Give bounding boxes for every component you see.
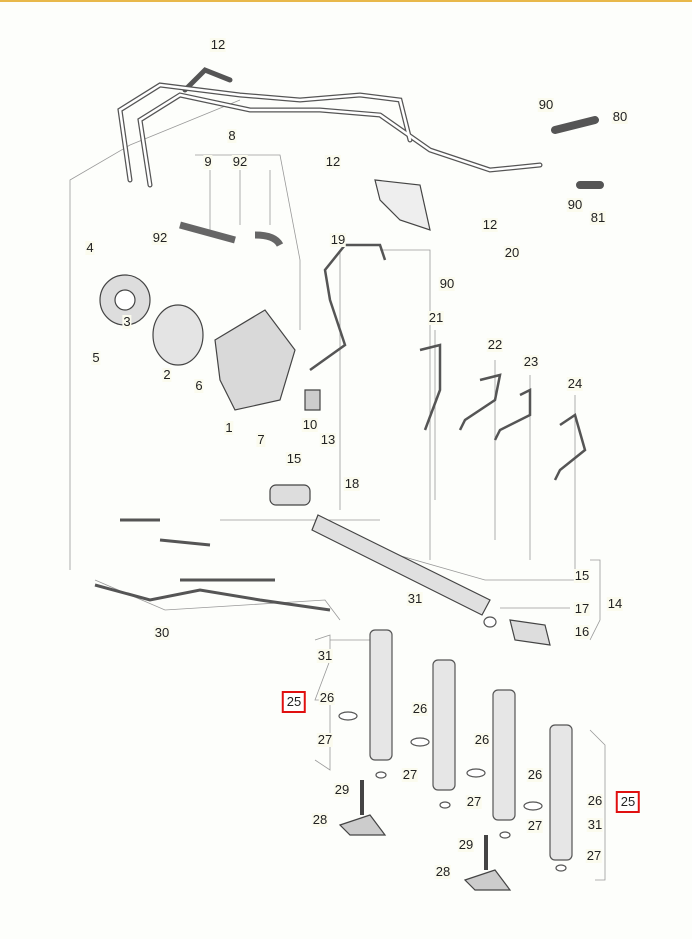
callout-20[interactable]: 20	[503, 245, 521, 260]
callout-90[interactable]: 90	[537, 97, 555, 112]
callout-90[interactable]: 90	[438, 276, 456, 291]
callout-9[interactable]: 9	[203, 154, 213, 169]
callout-21[interactable]: 21	[427, 310, 445, 325]
callout-12[interactable]: 12	[481, 217, 499, 232]
callout-7[interactable]: 7	[256, 432, 266, 447]
callout-15[interactable]: 15	[573, 568, 591, 583]
high-pressure-pump-1	[214, 309, 296, 411]
pump-flange-2	[152, 304, 204, 366]
callout-6[interactable]: 6	[194, 378, 204, 393]
pressure-valve-16	[509, 619, 551, 646]
callout-27[interactable]: 27	[401, 767, 419, 782]
callout-92[interactable]: 92	[231, 154, 249, 169]
callout-12[interactable]: 12	[324, 154, 342, 169]
clamp-28	[338, 814, 387, 836]
callout-23[interactable]: 23	[522, 354, 540, 369]
callout-8[interactable]: 8	[227, 128, 237, 143]
callout-27[interactable]: 27	[526, 818, 544, 833]
leader-lines	[69, 99, 606, 881]
pressure-sensor-15	[269, 484, 311, 506]
callout-92[interactable]: 92	[151, 230, 169, 245]
callout-2[interactable]: 2	[162, 367, 172, 382]
callout-30[interactable]: 30	[153, 625, 171, 640]
callout-16[interactable]: 16	[573, 624, 591, 639]
callout-27[interactable]: 27	[465, 794, 483, 809]
callout-3[interactable]: 3	[122, 314, 132, 329]
callout-19[interactable]: 19	[329, 232, 347, 247]
fuel-rail-14	[311, 514, 491, 616]
callout-26[interactable]: 26	[318, 690, 336, 705]
callout-81[interactable]: 81	[589, 210, 607, 225]
injectors	[369, 629, 573, 861]
callout-29[interactable]: 29	[333, 782, 351, 797]
callout-31[interactable]: 31	[586, 817, 604, 832]
callout-25-highlighted[interactable]: 25	[281, 691, 307, 713]
callout-24[interactable]: 24	[566, 376, 584, 391]
clamp-28b	[463, 869, 512, 891]
callout-5[interactable]: 5	[91, 350, 101, 365]
callout-15[interactable]: 15	[285, 451, 303, 466]
callout-80[interactable]: 80	[611, 109, 629, 124]
callout-90[interactable]: 90	[566, 197, 584, 212]
callout-31[interactable]: 31	[316, 648, 334, 663]
callout-28[interactable]: 28	[311, 812, 329, 827]
callout-29[interactable]: 29	[457, 837, 475, 852]
callout-10[interactable]: 10	[301, 417, 319, 432]
callout-25-highlighted[interactable]: 25	[615, 791, 641, 813]
callout-26[interactable]: 26	[473, 732, 491, 747]
callout-27[interactable]: 27	[316, 732, 334, 747]
callout-26[interactable]: 26	[411, 701, 429, 716]
callout-13[interactable]: 13	[319, 432, 337, 447]
bracket	[374, 179, 431, 231]
callout-28[interactable]: 28	[434, 864, 452, 879]
callout-22[interactable]: 22	[486, 337, 504, 352]
callout-26[interactable]: 26	[586, 793, 604, 808]
callout-14[interactable]: 14	[606, 596, 624, 611]
top-border	[0, 0, 692, 2]
callout-1[interactable]: 1	[224, 420, 234, 435]
callout-18[interactable]: 18	[343, 476, 361, 491]
callout-26[interactable]: 26	[526, 767, 544, 782]
callout-4[interactable]: 4	[85, 240, 95, 255]
callout-31[interactable]: 31	[406, 591, 424, 606]
callout-27[interactable]: 27	[585, 848, 603, 863]
callout-12[interactable]: 12	[209, 37, 227, 52]
callout-17[interactable]: 17	[573, 601, 591, 616]
